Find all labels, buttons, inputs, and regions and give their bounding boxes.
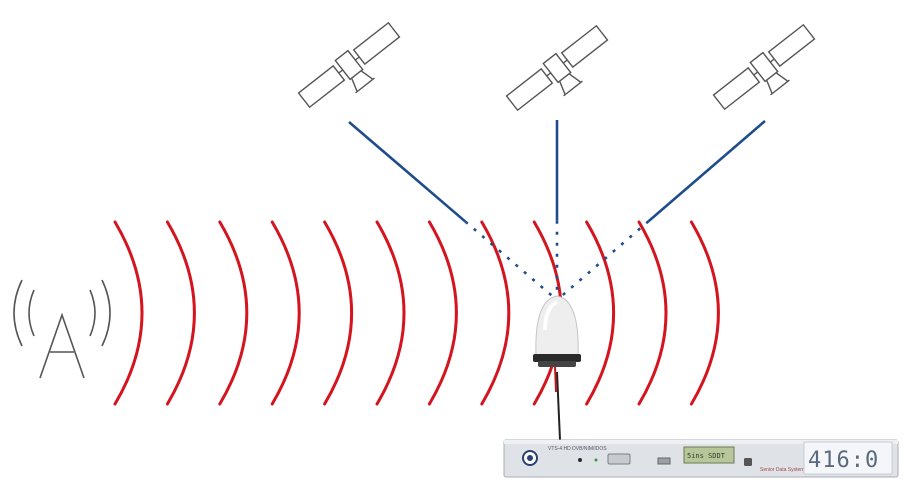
signal-wave — [480, 220, 511, 406]
signal-wave — [585, 220, 615, 406]
device-brand-label: Senior Data Systems — [760, 467, 807, 473]
signal-wave — [218, 220, 249, 406]
satellite-link-dotted — [464, 220, 558, 301]
device-segment-display: 416:0 — [808, 448, 879, 473]
signal-wave — [323, 220, 353, 406]
radio-tower-icon — [13, 279, 111, 379]
rack-receiver-icon: VTS-4 HD DVB/NIM/IDOS 5ins SDDT Senior D… — [503, 439, 899, 478]
satellite-link-line — [647, 120, 766, 223]
signal-wave — [165, 220, 196, 406]
satellite-icon — [505, 24, 609, 112]
satellites — [297, 21, 816, 112]
signal-wave — [270, 220, 301, 406]
device-model-label: VTS-4 HD DVB/NIM/IDOS — [548, 446, 607, 452]
signal-wave — [375, 220, 406, 406]
signal-waves — [113, 220, 720, 406]
signal-wave — [637, 220, 668, 406]
signal-wave — [113, 220, 144, 406]
signal-wave — [689, 220, 720, 406]
gps-antenna-icon — [533, 295, 581, 441]
device-lcd-display: 5ins SDDT — [687, 452, 726, 460]
satellite-links — [348, 120, 766, 301]
signal-wave — [427, 220, 458, 406]
satellite-link-line — [348, 121, 467, 223]
satellite-icon — [297, 21, 401, 109]
satellite-icon — [712, 23, 816, 111]
satellite-link-dotted — [556, 220, 650, 301]
